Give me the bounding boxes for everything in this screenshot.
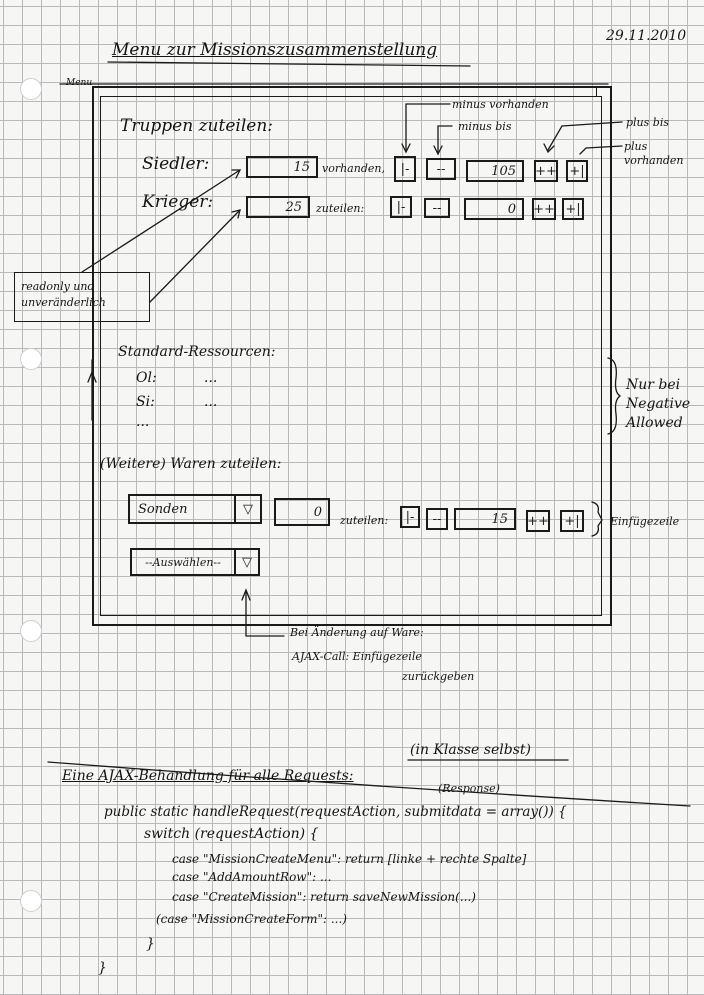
plus-all-button[interactable]: +| [566, 160, 588, 182]
chevron-down-icon: ▽ [242, 554, 252, 570]
menu-window-inner-frame [100, 96, 602, 616]
code-line: case "AddAmountRow": ... [172, 870, 332, 884]
code-line: } [146, 936, 155, 952]
plus-button[interactable]: ++ [526, 510, 550, 532]
ajax-note: zurückgeben [402, 670, 475, 683]
window-corner-control[interactable] [596, 86, 609, 96]
annotation-minus-available: minus vorhanden [452, 98, 549, 111]
resource-value: ... [204, 370, 218, 386]
minus-all-button[interactable]: |- [390, 196, 412, 218]
resources-note: Nur bei Negative Allowed [626, 377, 691, 431]
goods-select-empty-dropdown[interactable]: ▽ [234, 548, 260, 576]
goods-assign-label: zuteilen: [340, 514, 389, 527]
troop-middle-word: vorhanden, [322, 162, 385, 175]
punch-hole [20, 348, 42, 370]
plus-all-button[interactable]: +| [560, 510, 584, 532]
code-line: case "CreateMission": return saveNewMiss… [172, 890, 476, 904]
punch-hole [20, 78, 42, 100]
plus-button[interactable]: ++ [534, 160, 558, 182]
troop-available-field: 15 [246, 156, 318, 178]
code-heading: Eine AJAX-Behandlung für alle Requests: [62, 768, 354, 784]
punch-hole [20, 620, 42, 642]
goods-select-empty[interactable]: --Auswählen-- [130, 548, 236, 576]
readonly-note: readonly und unveränderlich [14, 272, 150, 322]
plus-all-button[interactable]: +| [562, 198, 584, 220]
plus-button[interactable]: ++ [532, 198, 556, 220]
goods-heading: (Weitere) Waren zuteilen: [100, 456, 282, 472]
code-line: } [98, 960, 107, 976]
minus-button[interactable]: -- [426, 508, 448, 530]
response-note: (Response) [438, 782, 500, 795]
goods-row-note: Einfügezeile [610, 515, 680, 528]
minus-all-button[interactable]: |- [400, 506, 420, 528]
code-line: public static handleRequest(requestActio… [104, 804, 567, 820]
goods-select[interactable]: Sonden [128, 494, 236, 524]
troop-label: Siedler: [142, 154, 210, 174]
code-line: (case "MissionCreateForm": ...) [156, 912, 347, 926]
punch-hole [20, 890, 42, 912]
annotation-plus-available: plus vorhanden [624, 140, 684, 167]
goods-available-field: 0 [274, 498, 330, 526]
date: 29.11.2010 [606, 28, 687, 44]
troop-label: Krieger: [142, 192, 214, 212]
class-note: (in Klasse selbst) [410, 742, 531, 758]
chevron-down-icon: ▽ [243, 501, 253, 517]
goods-amount-input[interactable]: 15 [454, 508, 516, 530]
page-title: Menu zur Missionszusammenstellung [112, 40, 438, 60]
goods-select-dropdown[interactable]: ▽ [234, 494, 262, 524]
annotation-plus-to: plus bis [626, 116, 669, 129]
menu-window-frame [92, 86, 612, 626]
resource-name: Ol: [136, 370, 157, 386]
code-line: case "MissionCreateMenu": return [linke … [172, 852, 527, 866]
code-line: switch (requestAction) { [144, 826, 319, 842]
minus-button[interactable]: -- [426, 158, 456, 180]
resource-value: ... [204, 394, 218, 410]
troop-middle-word: zuteilen: [316, 202, 365, 215]
annotation-minus-to: minus bis [458, 120, 512, 133]
minus-all-button[interactable]: |- [394, 156, 416, 182]
troops-heading: Truppen zuteilen: [120, 116, 273, 136]
resources-heading: Standard-Ressourcen: [118, 344, 276, 360]
troop-amount-input[interactable]: 105 [466, 160, 524, 182]
troop-amount-input[interactable]: 0 [464, 198, 524, 220]
ajax-note: Bei Änderung auf Ware: [290, 626, 424, 639]
resource-more: ... [136, 414, 150, 430]
minus-button[interactable]: -- [424, 198, 450, 218]
window-label: Menu [66, 78, 93, 88]
troop-available-field: 25 [246, 196, 310, 218]
ajax-note: AJAX-Call: Einfügezeile [292, 650, 422, 663]
resource-name: Si: [136, 394, 155, 410]
